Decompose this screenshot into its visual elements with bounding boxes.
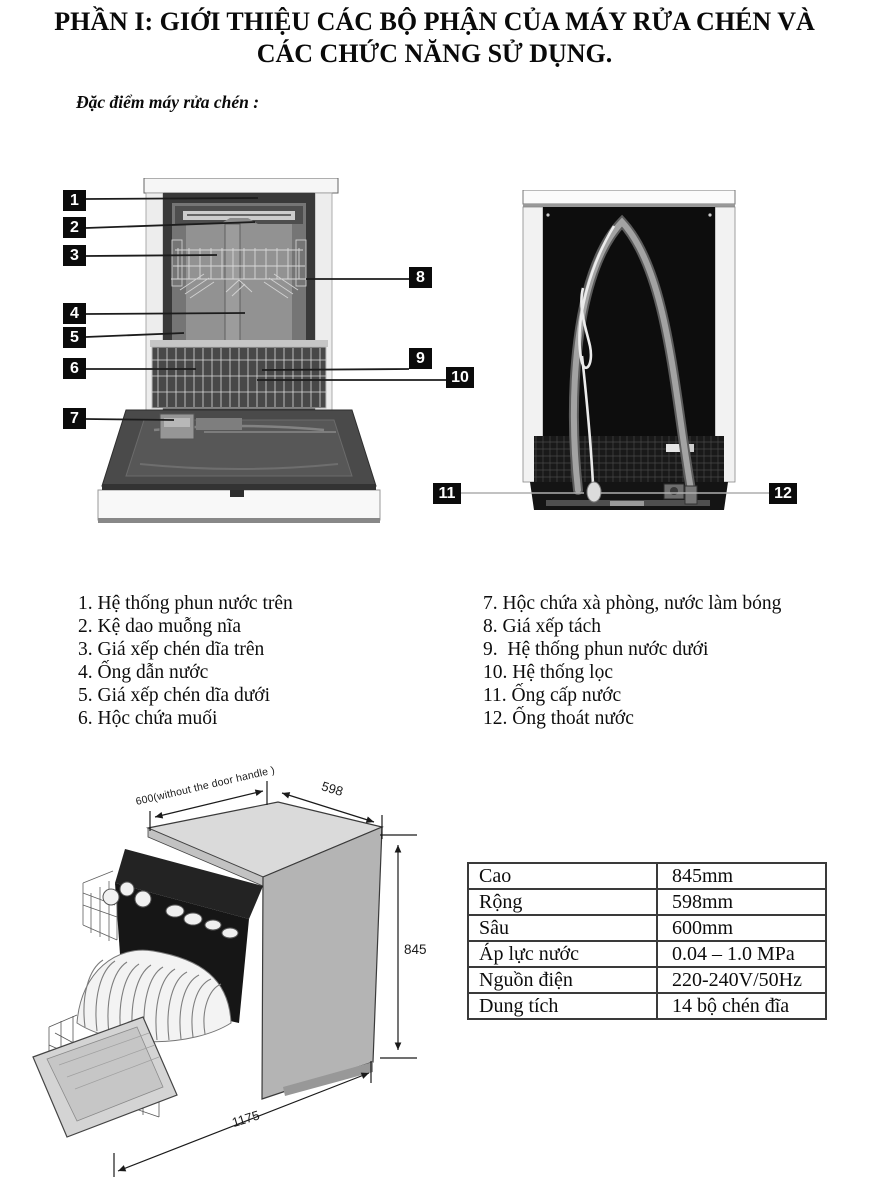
list-item: 5. Giá xếp chén dĩa dưới <box>78 685 270 706</box>
spec-value: 14 bộ chén đĩa <box>656 992 827 1020</box>
spec-value: 600mm <box>656 914 827 942</box>
list-item: 8. Giá xếp tách <box>483 616 602 637</box>
table-row: Áp lực nước 0.04 – 1.0 MPa <box>467 940 827 968</box>
table-row: Rộng 598mm <box>467 888 827 916</box>
table-row: Sâu 600mm <box>467 914 827 942</box>
callout-11: 11 <box>433 483 461 504</box>
dim-height-label: 845 <box>404 942 427 957</box>
spec-value: 220-240V/50Hz <box>656 966 827 994</box>
spec-label: Áp lực nước <box>467 940 658 968</box>
dim-width-label: 600(without the door handle ) <box>135 765 276 808</box>
section-subtitle: Đặc điểm máy rửa chén : <box>76 92 260 112</box>
dishwasher-back-photo <box>522 190 736 510</box>
callout-5: 5 <box>63 327 86 348</box>
callout-3: 3 <box>63 245 86 266</box>
callout-10: 10 <box>446 367 474 388</box>
callout-1: 1 <box>63 190 86 211</box>
dim-depth-label: 598 <box>320 778 345 799</box>
list-item: 6. Hộc chứa muối <box>78 708 218 729</box>
dimension-diagram: 600(without the door handle ) 598 845 11… <box>32 765 427 1177</box>
callout-9: 9 <box>409 348 432 369</box>
spec-label: Cao <box>467 862 658 890</box>
list-item: 12. Ống thoát nước <box>483 708 634 729</box>
spec-value: 598mm <box>656 888 827 916</box>
spec-value: 0.04 – 1.0 MPa <box>656 940 827 968</box>
list-item: 1. Hệ thống phun nước trên <box>78 593 293 614</box>
parts-list-left: 1. Hệ thống phun nước trên 2. Kệ dao muỗ… <box>78 592 293 730</box>
callout-7: 7 <box>63 408 86 429</box>
spec-label: Sâu <box>467 914 658 942</box>
dim-total-depth-label: 1175 <box>230 1107 261 1130</box>
list-item: 9. Hệ thống phun nước dưới <box>483 639 709 660</box>
list-item: 11. Ống cấp nước <box>483 685 622 706</box>
callout-4: 4 <box>63 303 86 324</box>
callout-8: 8 <box>409 267 432 288</box>
page-title-line1: PHẦN I: GIỚI THIỆU CÁC BỘ PHẬN CỦA MÁY R… <box>54 7 815 36</box>
spec-table: Cao 845mm Rộng 598mm Sâu 600mm Áp lực nư… <box>467 862 827 1020</box>
parts-list-right: 7. Hộc chứa xà phòng, nước làm bóng 8. G… <box>483 592 781 730</box>
table-row: Dung tích 14 bộ chén đĩa <box>467 992 827 1020</box>
list-item: 2. Kệ dao muỗng nĩa <box>78 616 242 637</box>
spec-value: 845mm <box>656 862 827 890</box>
page-title-line2: CÁC CHỨC NĂNG SỬ DỤNG. <box>256 39 613 68</box>
list-item: 7. Hộc chứa xà phòng, nước làm bóng <box>483 593 782 614</box>
table-row: Cao 845mm <box>467 862 827 890</box>
list-item: 4. Ống dẫn nước <box>78 662 209 683</box>
callout-12: 12 <box>769 483 797 504</box>
spec-label: Rộng <box>467 888 658 916</box>
callout-6: 6 <box>63 358 86 379</box>
callout-2: 2 <box>63 217 86 238</box>
table-row: Nguồn điện 220-240V/50Hz <box>467 966 827 994</box>
spec-label: Nguồn điện <box>467 966 658 994</box>
spec-label: Dung tích <box>467 992 658 1020</box>
list-item: 10. Hệ thống lọc <box>483 662 613 683</box>
list-item: 3. Giá xếp chén dĩa trên <box>78 639 265 660</box>
dishwasher-front-photo <box>88 178 390 524</box>
